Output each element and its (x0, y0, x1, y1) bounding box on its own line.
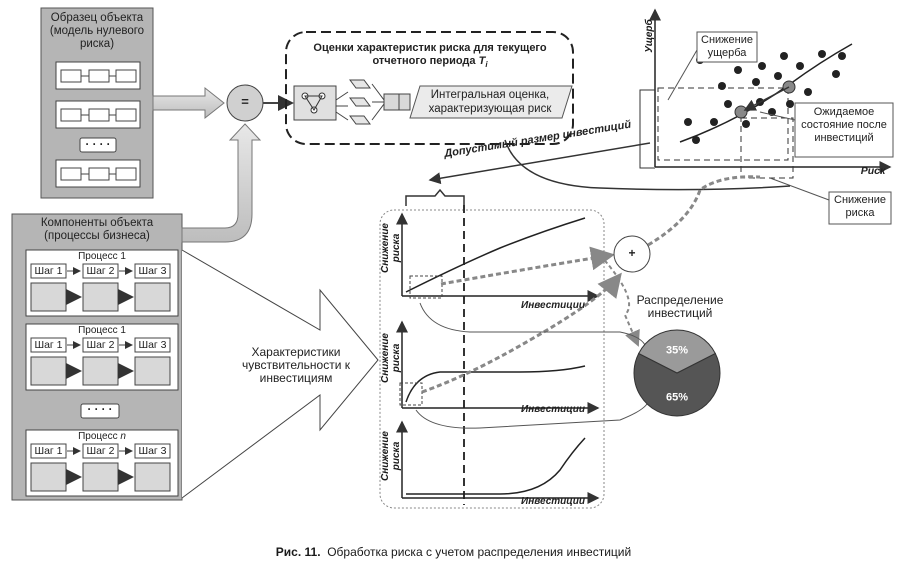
components-title: Компоненты объекта (процессы бизнеса) (40, 217, 154, 242)
integral-line2: характеризующая риск (428, 103, 552, 115)
step-label: Шаг 1 (34, 445, 63, 457)
step-label: Шаг 2 (86, 339, 115, 351)
components-to-compare-arrow (181, 123, 262, 243)
sample-object-block (40, 7, 154, 199)
equals-symbol: = (241, 94, 249, 109)
assessment-block (285, 31, 574, 145)
step-label: Шаг 2 (86, 445, 115, 457)
pie-slice (638, 329, 716, 374)
integral-line1: Интегральная оценка, (430, 89, 550, 101)
sample-to-compare-arrow (152, 86, 225, 120)
plus-symbol: + (628, 246, 636, 260)
investment-pie-chart: 65% 35% (633, 329, 721, 417)
sensitivity-label: Характеристики чувствительности к инвест… (241, 345, 351, 385)
damage-axis-label: Ущерб (644, 19, 655, 53)
allowed-investment-arrow (428, 142, 651, 185)
pie-slice-label: 35% (666, 344, 688, 356)
sum-circle (613, 235, 651, 273)
process-2-label: Процесс 1 (78, 325, 126, 336)
risk-damage-chart (649, 8, 894, 225)
pie-title: Распределение инвестиций (636, 293, 724, 320)
expected-state-label: Ожидаемое состояние после инвестиций (801, 106, 887, 144)
mini-chart-1-xlabel: Инвестиции (521, 300, 585, 311)
sensitivity-arrow (181, 249, 379, 499)
sample-object-title: Образец объекта (модель нулевого риска) (49, 12, 145, 50)
step-label: Шаг 3 (138, 445, 167, 457)
mini-chart-2-xlabel: Инвестиции (521, 404, 585, 415)
risk-reduction-label: Снижение риска (834, 194, 886, 219)
step-label: Шаг 2 (86, 265, 115, 277)
process-n-label: Процесс n (78, 431, 126, 442)
step-label: Шаг 3 (138, 339, 167, 351)
process-1-label: Процесс 1 (78, 251, 126, 262)
pie-slice (633, 352, 721, 417)
mini-charts-panel (379, 188, 605, 509)
mini-chart-3-xlabel: Инвестиции (521, 496, 585, 507)
components-block (11, 213, 183, 501)
pie-slice-label: 65% (666, 392, 688, 404)
risk-axis-label: Риск (860, 165, 886, 177)
figure-caption: Рис. 11. Обработка риска с учетом распре… (275, 545, 632, 559)
step-label: Шаг 1 (34, 339, 63, 351)
flow-arrows (415, 175, 761, 429)
step-label: Шаг 3 (138, 265, 167, 277)
assessment-title-line2: отчетного периода Ti (372, 55, 488, 70)
step-label: Шаг 1 (34, 265, 63, 277)
sample-dots: · · · · (85, 139, 111, 151)
damage-reduction-label: Снижение ущерба (701, 34, 753, 59)
components-dots: · · · · (87, 404, 113, 416)
assessment-title-line1: Оценки характеристик риска для текущего (313, 42, 547, 54)
